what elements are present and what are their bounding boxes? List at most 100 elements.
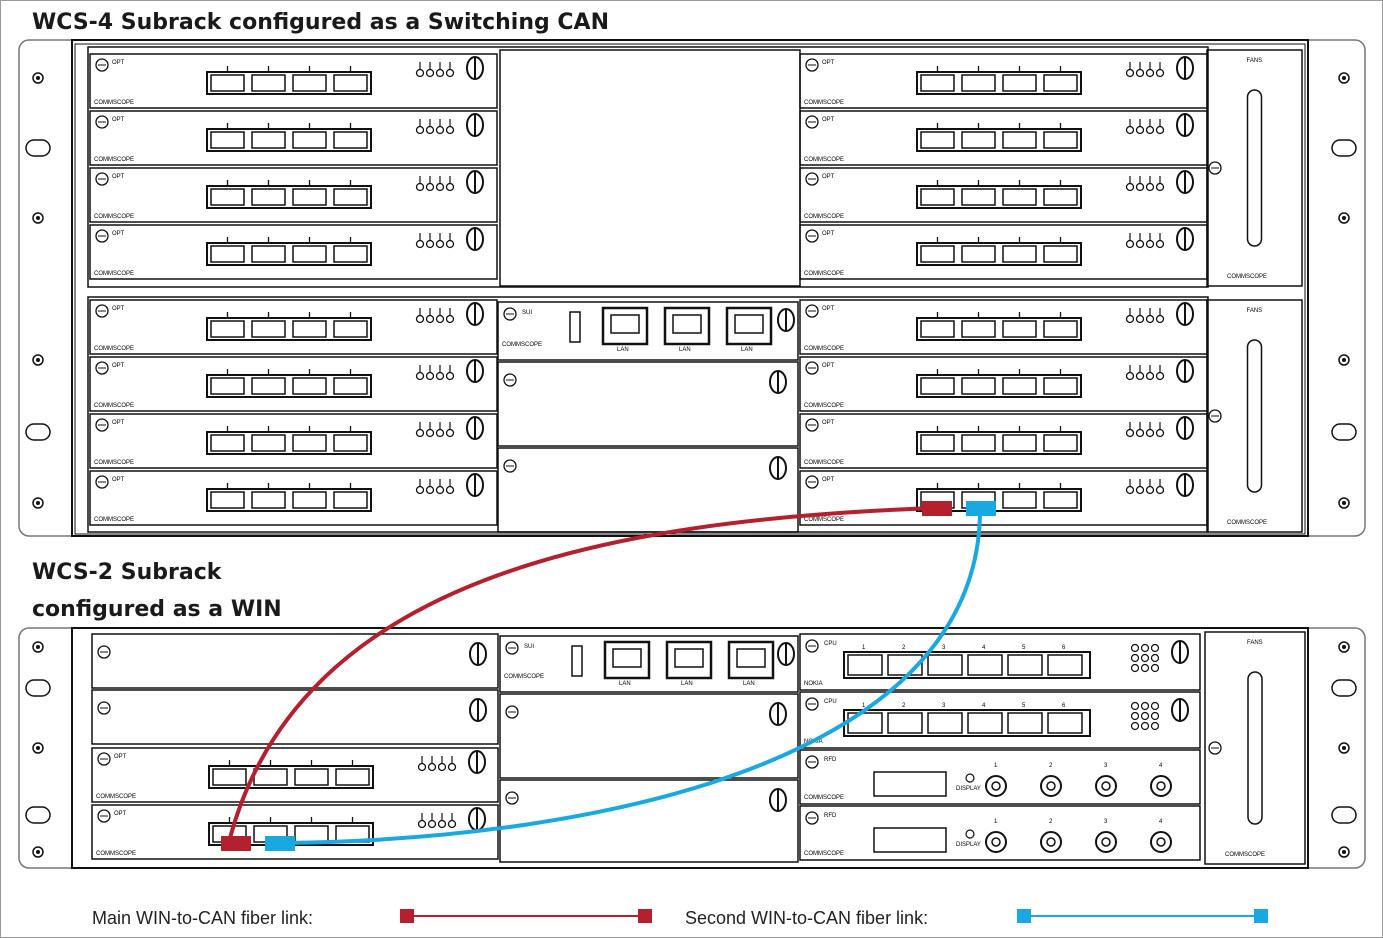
status-led-icon bbox=[1135, 182, 1145, 192]
rf-port-number: 3 bbox=[1104, 763, 1108, 769]
fan-label: FANS bbox=[1247, 640, 1263, 646]
optical-port bbox=[292, 245, 327, 263]
optical-port-block bbox=[916, 128, 1082, 152]
cpu-led-icon bbox=[1130, 643, 1140, 653]
module-brand-label: COMMSCOPE bbox=[502, 342, 542, 348]
rf-port-number: 4 bbox=[1159, 763, 1163, 769]
rack-slot-icon bbox=[1331, 423, 1357, 441]
status-led-icon bbox=[1145, 125, 1155, 135]
optical-port bbox=[251, 188, 286, 206]
optical-port bbox=[333, 434, 368, 452]
optical-port bbox=[1002, 377, 1037, 395]
opt-module bbox=[91, 804, 499, 860]
blank-module bbox=[497, 361, 799, 447]
status-led-icon bbox=[1145, 182, 1155, 192]
status-led-icon bbox=[1125, 314, 1135, 324]
opt-module bbox=[89, 413, 498, 469]
sui-module bbox=[497, 301, 799, 361]
second-link-connector-win bbox=[265, 836, 295, 851]
rf-port-number: 2 bbox=[1049, 819, 1053, 825]
status-led-icon bbox=[1155, 182, 1165, 192]
cpu-port-number: 1 bbox=[862, 703, 866, 709]
module-brand-label: COMMSCOPE bbox=[504, 674, 544, 680]
fan-handle bbox=[1246, 339, 1263, 493]
optical-port bbox=[333, 188, 368, 206]
module-brand-label: COMMSCOPE bbox=[804, 271, 844, 277]
module-brand-label: COMMSCOPE bbox=[804, 795, 844, 801]
cpu-port-number: 3 bbox=[942, 645, 946, 651]
optical-port bbox=[920, 74, 955, 92]
blank-module bbox=[91, 633, 499, 689]
status-led-icon bbox=[435, 125, 445, 135]
optical-port-block bbox=[206, 128, 372, 152]
usb-port bbox=[569, 311, 581, 343]
cpu-led-icon bbox=[1130, 663, 1140, 673]
status-led-icon bbox=[415, 182, 425, 192]
fiber-links bbox=[221, 501, 996, 851]
module-type-label: OPT bbox=[112, 174, 125, 180]
cpu-led-icon bbox=[1150, 643, 1160, 653]
status-led-icon bbox=[425, 125, 435, 135]
status-led-icon bbox=[1125, 485, 1135, 495]
status-led-icon bbox=[415, 239, 425, 249]
status-led-icon bbox=[1155, 68, 1165, 78]
module-type-label: OPT bbox=[822, 60, 835, 66]
optical-port bbox=[1002, 320, 1037, 338]
display-button-icon bbox=[965, 829, 975, 839]
optical-port bbox=[292, 188, 327, 206]
optical-port bbox=[210, 131, 245, 149]
rack-screw-center bbox=[1342, 645, 1346, 649]
rf-port-number: 1 bbox=[994, 763, 998, 769]
blank-module bbox=[499, 693, 799, 779]
status-led-icon bbox=[427, 762, 437, 772]
optical-port bbox=[1043, 491, 1078, 509]
module-type-label: OPT bbox=[822, 231, 835, 237]
optical-port-block bbox=[916, 488, 1082, 512]
status-led-icon bbox=[415, 68, 425, 78]
fan-module bbox=[1206, 49, 1303, 287]
status-led-icon bbox=[435, 239, 445, 249]
cpu-module bbox=[799, 691, 1201, 749]
status-led-icon bbox=[435, 182, 445, 192]
legend-main-end-marker bbox=[638, 909, 652, 923]
lan-label: LAN bbox=[681, 681, 693, 687]
module-brand-label: COMMSCOPE bbox=[804, 851, 844, 857]
rf-connector-center bbox=[1156, 837, 1166, 847]
module-type-label: OPT bbox=[114, 754, 127, 760]
optical-port bbox=[210, 320, 245, 338]
rf-connector-center bbox=[1156, 781, 1166, 791]
status-led-icon bbox=[415, 428, 425, 438]
optical-port bbox=[1002, 434, 1037, 452]
rack-screw-center bbox=[1342, 850, 1346, 854]
module-brand-label: COMMSCOPE bbox=[804, 157, 844, 163]
rf-connector-center bbox=[1046, 837, 1056, 847]
optical-port bbox=[1043, 188, 1078, 206]
status-led-icon bbox=[435, 371, 445, 381]
module-brand-label: COMMSCOPE bbox=[804, 403, 844, 409]
optical-port bbox=[292, 491, 327, 509]
optical-port bbox=[210, 245, 245, 263]
wcs2-body bbox=[71, 627, 1309, 869]
lan-port-inner bbox=[610, 314, 640, 334]
status-led-icon bbox=[435, 314, 445, 324]
opt-module bbox=[89, 53, 498, 109]
rack-slot-icon bbox=[1331, 806, 1357, 824]
cpu-port-number: 6 bbox=[1062, 703, 1066, 709]
cpu-port-number: 2 bbox=[902, 703, 906, 709]
status-led-icon bbox=[1155, 428, 1165, 438]
optical-port bbox=[292, 377, 327, 395]
lan-port bbox=[665, 640, 713, 680]
lan-port bbox=[601, 306, 649, 346]
module-brand-label: COMMSCOPE bbox=[94, 460, 134, 466]
optical-port bbox=[920, 131, 955, 149]
fan-module bbox=[1206, 299, 1303, 533]
module-brand-label: COMMSCOPE bbox=[94, 346, 134, 352]
status-led-icon bbox=[415, 485, 425, 495]
fan-handle bbox=[1246, 89, 1263, 247]
optical-port-block bbox=[206, 488, 372, 512]
wcs4-body bbox=[71, 39, 1309, 537]
lan-port bbox=[663, 306, 711, 346]
opt-module bbox=[91, 747, 499, 803]
cpu-led-icon bbox=[1150, 711, 1160, 721]
module-type-label: OPT bbox=[822, 117, 835, 123]
